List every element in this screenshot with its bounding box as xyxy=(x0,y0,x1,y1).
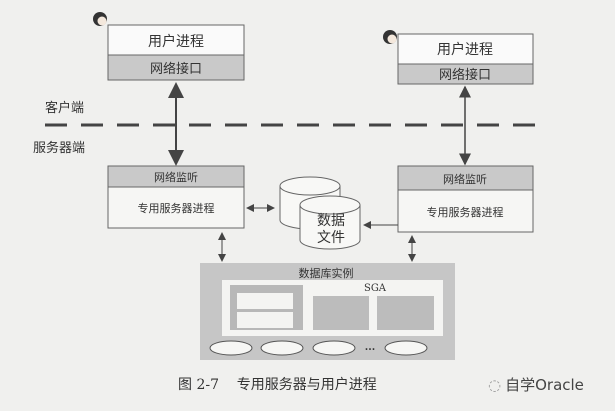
wechat-icon: ◌ xyxy=(488,375,502,394)
user-process-right: 用户进程 网络接口 xyxy=(397,33,534,85)
user-avatar-icon xyxy=(93,12,107,26)
sga-block xyxy=(313,296,369,330)
server-side-label: 服务器端 xyxy=(33,140,85,156)
client-side-label: 客户端 xyxy=(45,100,84,116)
background-process xyxy=(384,340,428,356)
network-listener-label: 网络监听 xyxy=(443,172,487,186)
user-process-left: 用户进程 网络接口 xyxy=(107,24,245,81)
background-process xyxy=(209,340,253,356)
sga-label: SGA xyxy=(364,283,387,294)
network-listener-label: 网络监听 xyxy=(154,170,198,184)
sga-block xyxy=(377,296,434,330)
dedicated-server-process-label: 专用服务器进程 xyxy=(427,205,504,219)
instance-title: 数据库实例 xyxy=(299,266,354,280)
user-process-label: 用户进程 xyxy=(437,41,493,58)
datafiles-label: 数据 xyxy=(317,213,345,229)
server-process-right: 网络监听 专用服务器进程 xyxy=(397,165,534,233)
background-process xyxy=(260,340,304,356)
dedicated-server-process-label: 专用服务器进程 xyxy=(138,201,215,215)
datafiles-label: 文件 xyxy=(317,230,345,246)
sga-sub-block xyxy=(237,293,293,309)
network-interface-label: 网络接口 xyxy=(150,61,202,77)
figure-caption: 图 2-7 专用服务器与用户进程 xyxy=(178,376,377,393)
datafiles-icon xyxy=(279,176,361,250)
watermark-text: 自学Oracle xyxy=(505,376,584,394)
watermark: ◌ 自学Oracle xyxy=(488,374,584,395)
network-interface-label: 网络接口 xyxy=(439,67,491,83)
background-process xyxy=(312,340,356,356)
more-processes-ellipsis: ... xyxy=(365,342,375,353)
user-avatar-icon xyxy=(383,30,397,44)
server-process-left: 网络监听 专用服务器进程 xyxy=(107,165,245,229)
user-process-label: 用户进程 xyxy=(148,33,204,50)
sga-sub-block xyxy=(237,312,293,328)
database-instance: 数据库实例 SGA ... xyxy=(200,263,455,360)
